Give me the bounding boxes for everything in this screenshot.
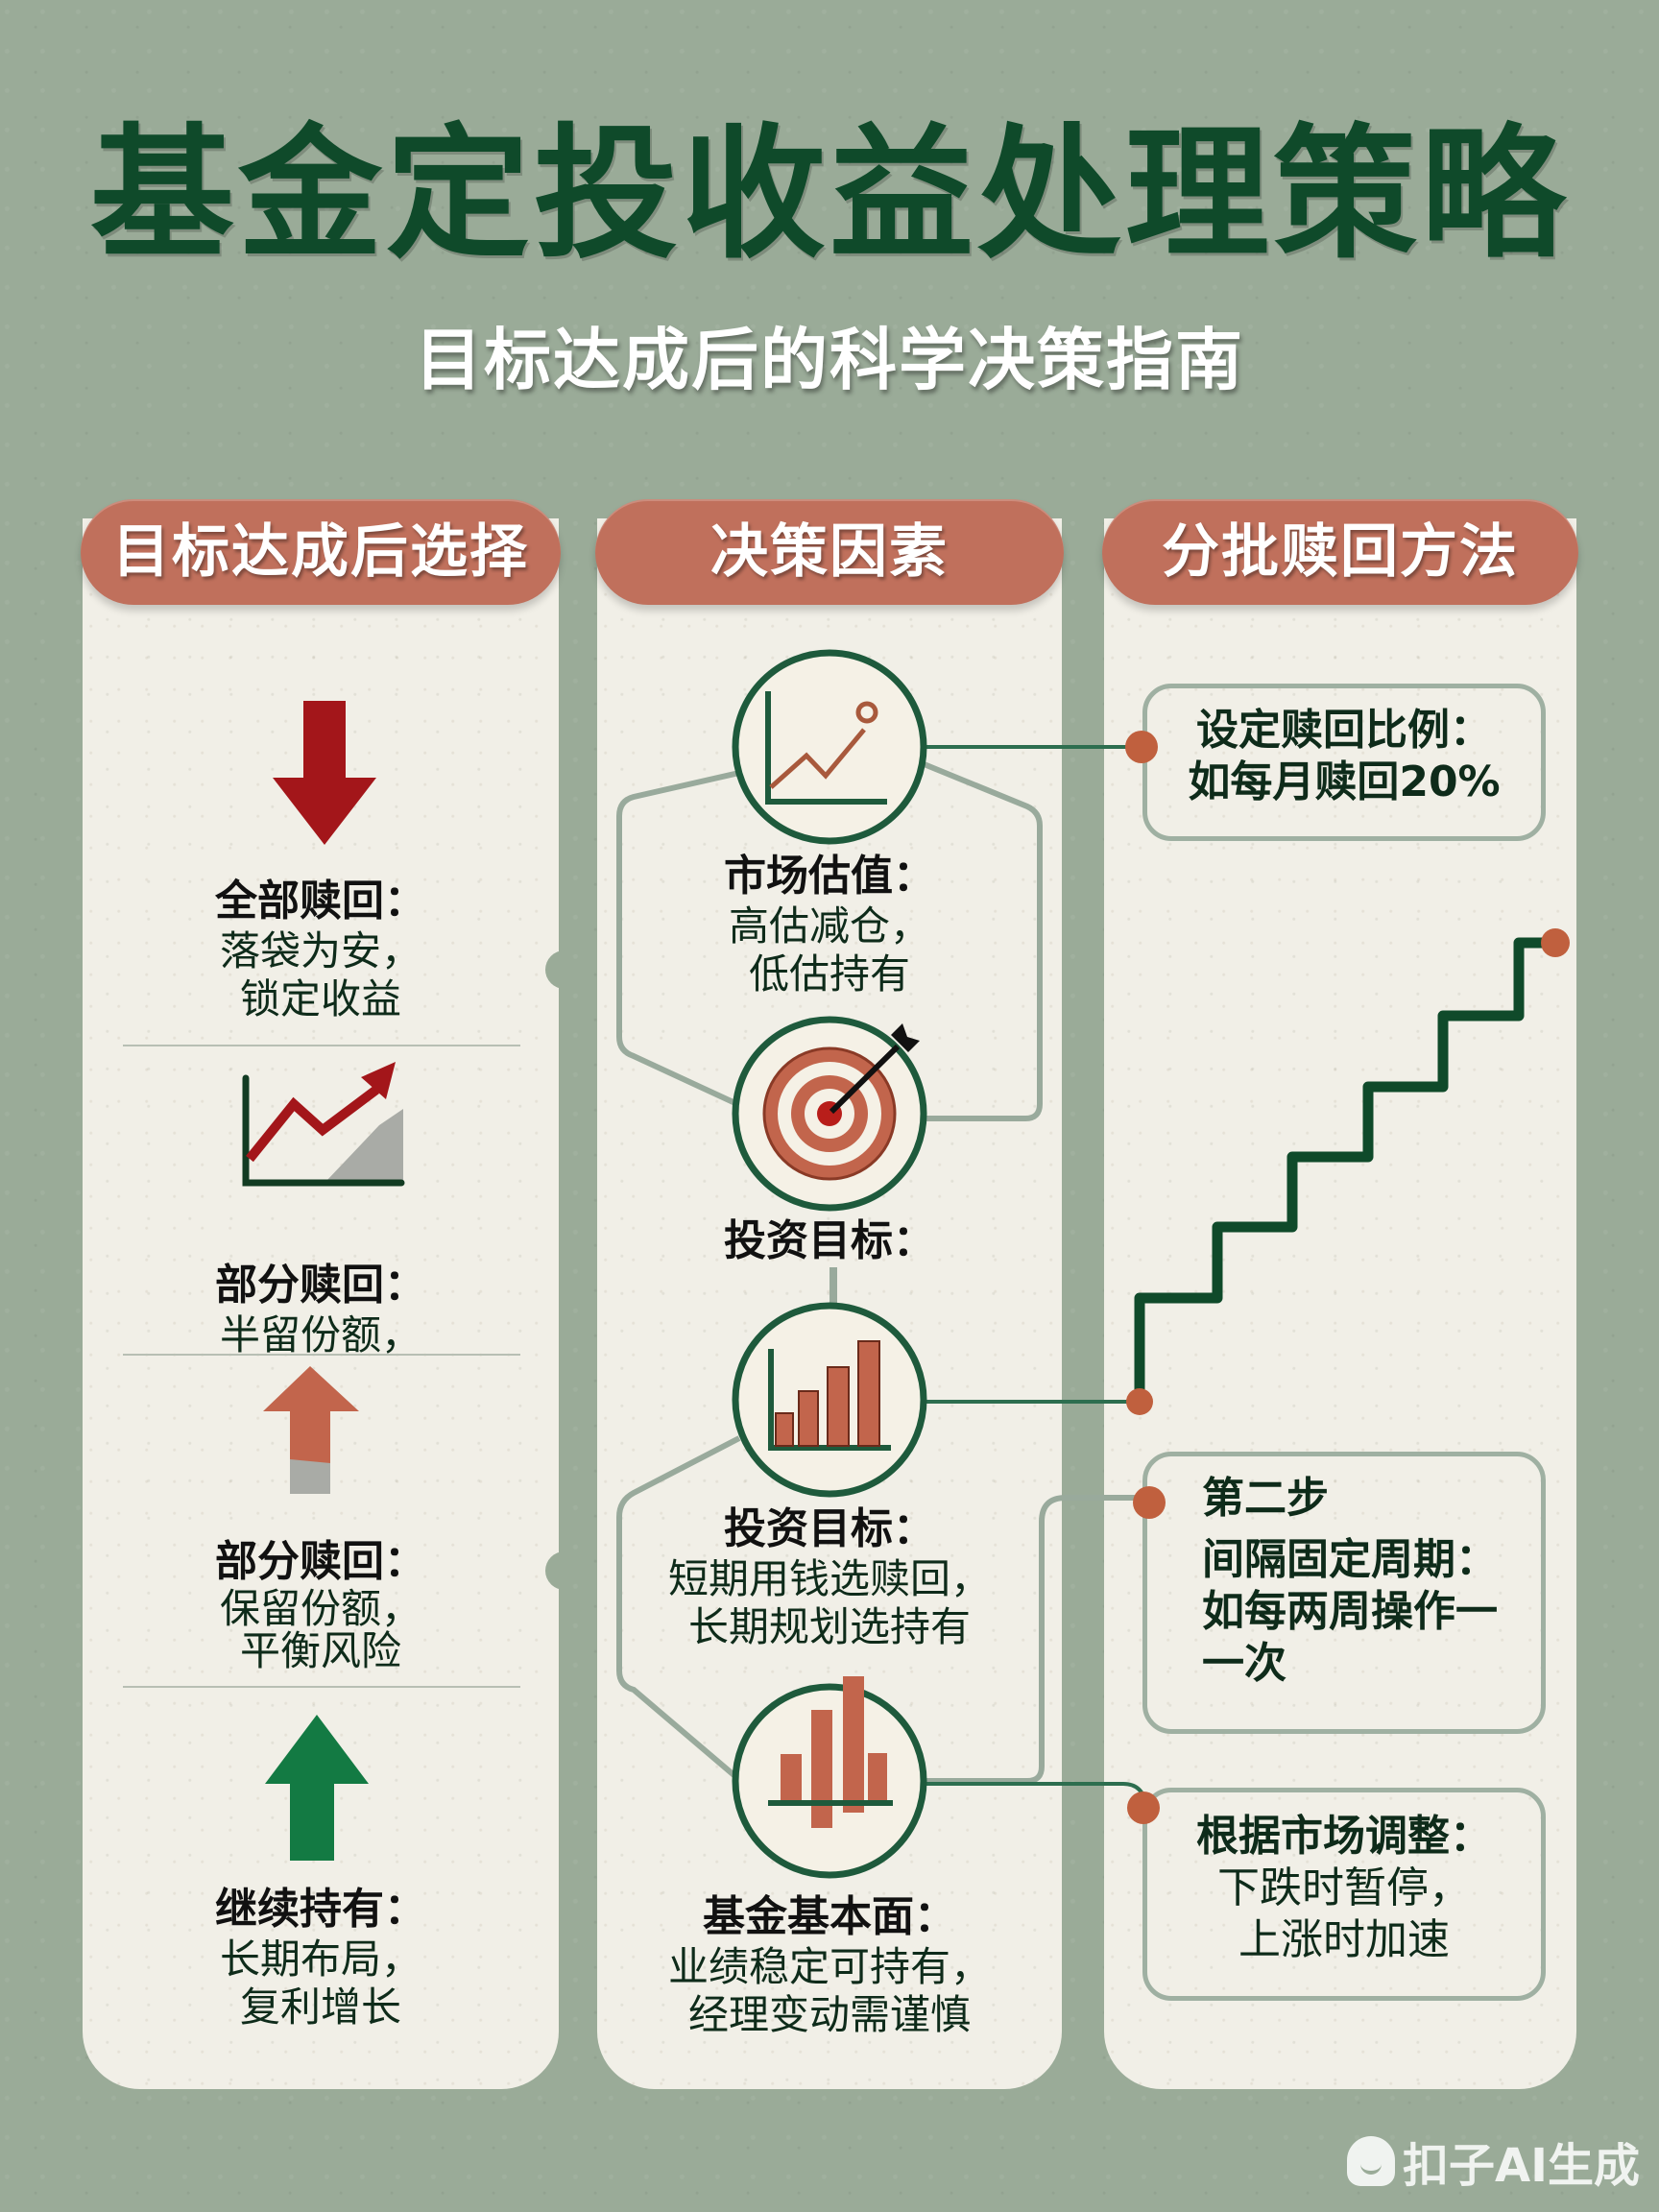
- page-subtitle: 目标达成后的科学决策指南: [415, 321, 1244, 399]
- method-text-redeem-ratio: 设定赎回比例： 如每月赎回20%: [1188, 706, 1501, 806]
- connector-dot: [1125, 731, 1158, 763]
- divider: [123, 1354, 520, 1356]
- factor-item-investment-goal: 投资目标： 短期用钱选赎回， 长期规划选持有: [667, 1504, 991, 1650]
- divider: [123, 1045, 520, 1046]
- column-header-factors: 决策因素: [595, 499, 1064, 605]
- method-box-second-step: [1142, 1452, 1546, 1734]
- ghost-logo-icon: [1346, 2136, 1395, 2186]
- choice-item-keep-holding: 继续持有： 长期布局， 复利增长: [215, 1885, 426, 2031]
- divider: [123, 1686, 520, 1688]
- column-header-choices: 目标达成后选择: [81, 499, 561, 605]
- factor-item-fund-fundamentals: 基金基本面： 业绩稳定可持有， 经理变动需谨慎: [667, 1892, 991, 2038]
- choice-item-partial-redeem-1: 部分赎回： 半留份额，: [215, 1261, 426, 1358]
- choice-item-partial-redeem-2: 部分赎回： 保留份额， 平衡风险: [215, 1537, 426, 1674]
- method-text-market-adjust: 根据市场调整： 下跌时暂停， 上涨时加速: [1196, 1812, 1492, 1964]
- method-box-market-adjust: [1142, 1788, 1546, 2001]
- watermark: 扣子AI生成: [1346, 2128, 1640, 2195]
- page-title: 基金定投收益处理策略: [89, 111, 1569, 278]
- connector-dot: [1127, 1791, 1160, 1824]
- factor-item-market-valuation: 市场估值： 高估减仓， 低估持有: [724, 852, 935, 998]
- method-text-second-step: 第二步 间隔固定周期： 如每两周操作一 一次: [1202, 1474, 1498, 1688]
- column-panel-factors: [597, 518, 1062, 2089]
- connector-dot: [1133, 1486, 1166, 1519]
- column-header-methods: 分批赎回方法: [1102, 499, 1578, 605]
- choice-item-full-redeem: 全部赎回： 落袋为安， 锁定收益: [215, 877, 426, 1022]
- factor-item-investment-goal-label: 投资目标：: [724, 1216, 935, 1265]
